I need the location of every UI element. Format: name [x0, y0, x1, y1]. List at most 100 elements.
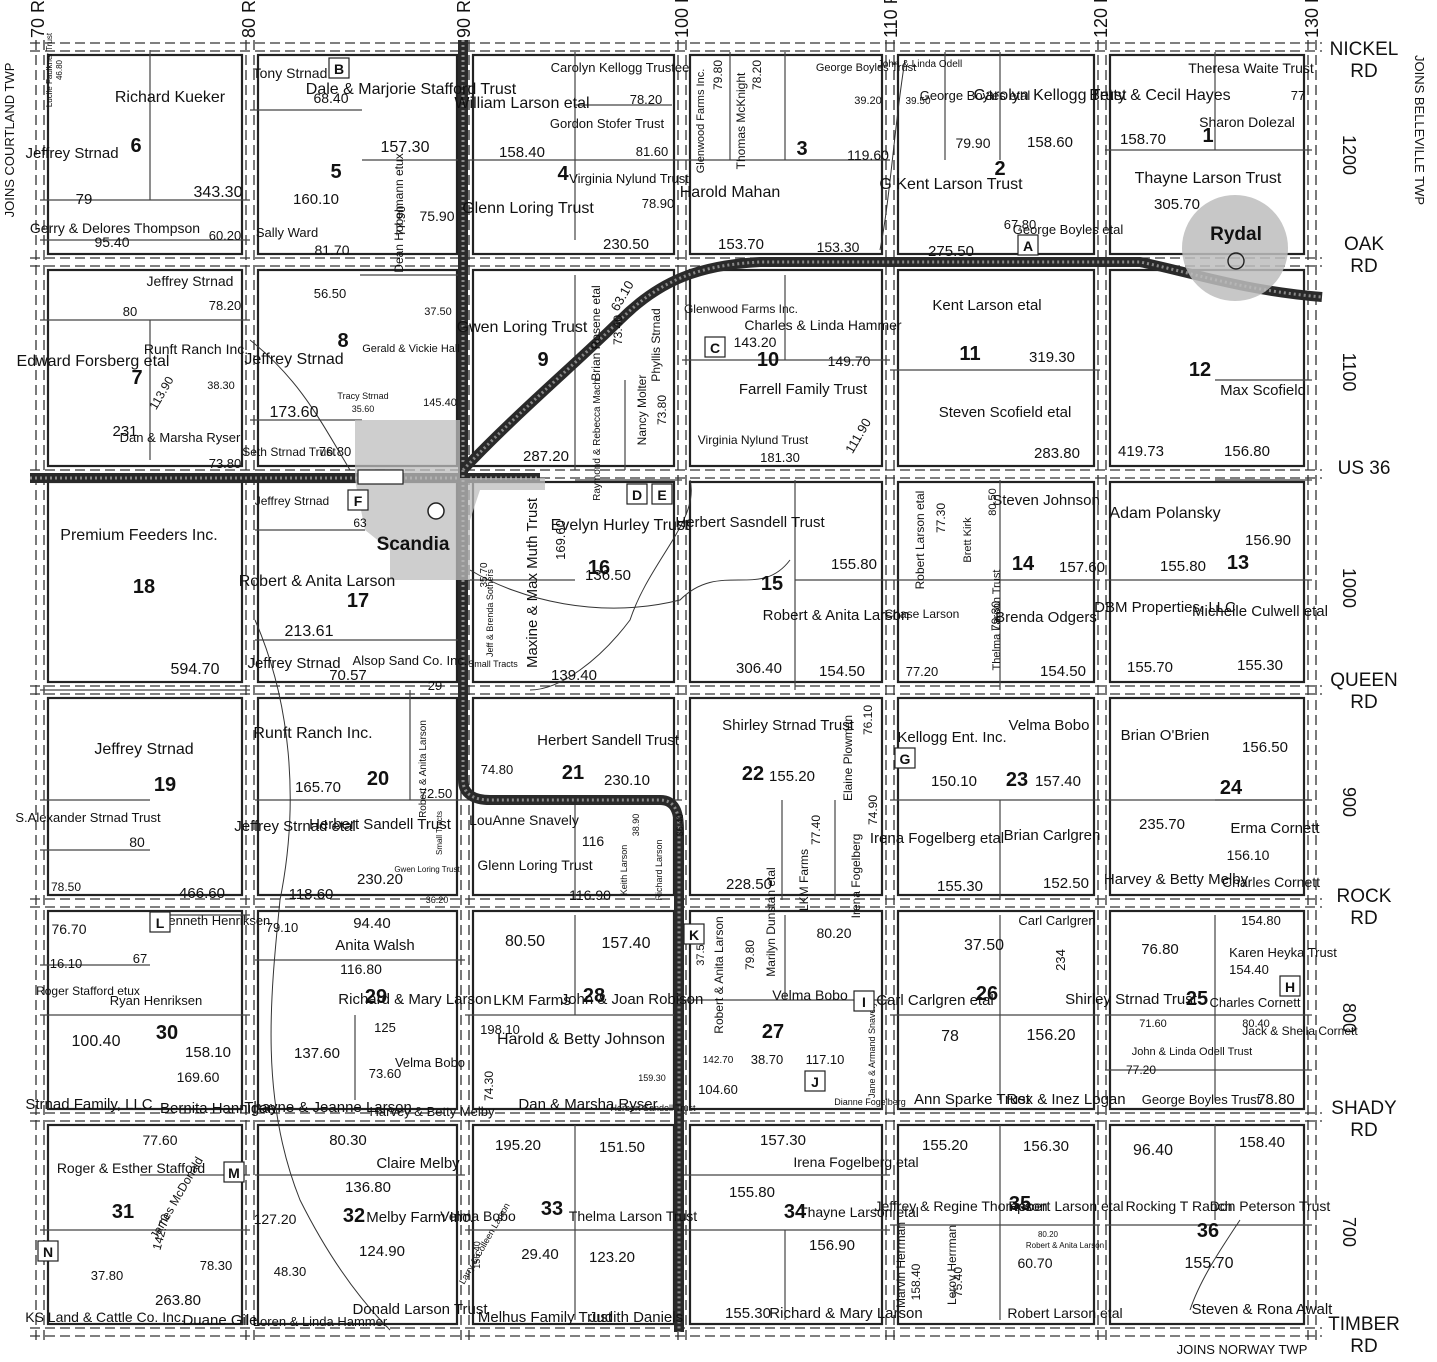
parcel-label: 56.50: [314, 286, 347, 301]
parcel-label: 39.50: [905, 96, 930, 107]
parcel-label: Gwen Loring Trust: [457, 319, 588, 336]
parcel-label: 228.50: [726, 876, 772, 893]
stream: [879, 59, 906, 251]
parcel-label: Dean Hobelmann etux: [392, 153, 406, 272]
parcel-label: Robert Larson etal: [1007, 1305, 1122, 1321]
section-number: 36: [1197, 1220, 1219, 1242]
section-box: [688, 909, 884, 1111]
section-box: [471, 268, 676, 468]
parcel-letter-box: [223, 1161, 245, 1183]
parcel-label: 116: [582, 833, 605, 849]
stream: [249, 339, 351, 471]
parcel-letter: K: [689, 927, 699, 943]
parcel-label: Shirley Strnad Trust: [722, 717, 855, 734]
parcel-label: 139.40: [551, 667, 597, 684]
parcel-label: Sharon Dolezal: [1199, 114, 1295, 130]
parcel-label: 155.80: [831, 556, 877, 573]
parcel-label: 76.10: [861, 705, 875, 735]
parcel-label: Sally Ward: [256, 225, 318, 240]
parcel-label: Gerald & Vickie Hall: [362, 343, 460, 355]
parcel-label: G Kent Larson Trust: [879, 176, 1023, 193]
parcel-label: Harvey & Betty Melby: [370, 1104, 495, 1119]
parcel-label: Glenn Loring Trust: [462, 200, 594, 217]
parcel-label: S.Alexander Strnad Trust: [15, 810, 161, 825]
right-road-suffix: RD: [1350, 61, 1377, 82]
parcel-label: Duane Gile: [182, 1312, 257, 1329]
section-box: [896, 53, 1096, 256]
parcel-label: Karen Heyka Trust: [1229, 945, 1337, 960]
section-number: 25: [1186, 988, 1208, 1010]
parcel-label: 154.50: [1040, 663, 1086, 680]
parcel-label: 79.80: [711, 60, 725, 90]
parcel-label: 119.60: [847, 147, 889, 163]
parcel-label: 158.70: [1120, 131, 1166, 148]
parcel-label: 155.30: [1237, 657, 1283, 674]
parcel-label: Robert Larson etal: [913, 491, 927, 590]
parcel-label: 419.73: [1118, 443, 1164, 460]
mile-marker: 800: [1339, 1003, 1359, 1033]
parcel-label: 151.50: [599, 1139, 645, 1156]
parcel-label: Jeffrey Strnad: [25, 145, 118, 162]
parcel-label: Thayne Larson Trust: [1135, 170, 1282, 187]
parcel-label: 230.50: [603, 236, 649, 253]
parcel-label: 76.80: [319, 444, 352, 459]
parcel-label: 287.20: [523, 448, 569, 465]
parcel-label: Chase Larson: [885, 607, 960, 621]
section-number: 13: [1227, 552, 1249, 574]
parcel-label: 165.70: [295, 779, 341, 796]
section-number: 29: [365, 986, 387, 1008]
section-number: 33: [541, 1198, 563, 1220]
parcel-label: Lucile Faulkner Trust: [45, 32, 54, 107]
parcel-label: Richard & Mary Larson: [769, 1305, 922, 1322]
parcel-label: Irena Fogelberg etal: [793, 1154, 918, 1170]
parcel-label: 79.90: [955, 135, 990, 151]
parcel-label: Brenda Odgers: [995, 609, 1097, 626]
parcel-letter-box: [37, 1240, 59, 1262]
parcel-label: Alsop Sand Co. Inc.: [353, 653, 468, 668]
parcel-label: Gerry & Delores Thompson: [30, 220, 200, 236]
parcel-label: 155.80: [1160, 558, 1206, 575]
section-number: 2: [994, 158, 1005, 180]
parcel-label: 77.30: [934, 503, 948, 533]
parcel-label: 104.60: [698, 1082, 738, 1097]
parcel-label: 79: [76, 191, 93, 208]
parcel-label: Harold & Betty Johnson: [497, 1031, 665, 1048]
right-road-suffix: RD: [1350, 1120, 1377, 1141]
parcel-label: Herbert Sandell Trust: [537, 732, 680, 749]
parcel-label: George Boyles etal: [920, 88, 1031, 103]
parcel-letter: J: [811, 1074, 819, 1090]
parcel-label: 60.20: [209, 228, 242, 243]
parcel-label: John & Joan Robison: [561, 991, 704, 1008]
right-road-suffix: RD: [1350, 692, 1377, 713]
parcel-label: 155.70: [1127, 659, 1173, 676]
parcel-label: 38.30: [207, 380, 235, 392]
section-box: [256, 696, 459, 897]
parcel-label: 283.80: [1034, 445, 1080, 462]
parcel-label: Rocking T Ranch: [1126, 1198, 1233, 1214]
parcel-letter: B: [334, 61, 344, 77]
parcel-label: Jeffrey Strnad etal: [234, 818, 355, 835]
parcel-label: Jeffrey Strnad: [94, 741, 193, 758]
section-number: 9: [537, 349, 548, 371]
parcel-label: 155.30: [937, 878, 983, 895]
parcel-label: Michelle Culwell etal: [1192, 603, 1328, 620]
parcel-label: 77.90: [394, 206, 408, 236]
parcel-label: Tony Strnad: [253, 65, 328, 81]
section-number: 7: [131, 367, 142, 389]
parcel-label: 76.80: [1141, 941, 1179, 958]
parcel-label: 156.40: [472, 1241, 482, 1269]
parcel-label: 145.40: [423, 397, 457, 409]
parcel-label: 155.20: [769, 768, 815, 785]
parcel-label: Harold Mahan: [680, 184, 781, 201]
parcel-label: 594.70: [171, 661, 220, 678]
parcel-letter-box: [804, 1070, 826, 1092]
parcel-label: 123.20: [589, 1249, 635, 1266]
right-road-label: OAK: [1344, 234, 1384, 255]
parcel-label: 67.80: [1004, 217, 1037, 232]
parcel-label: Strnad Family, LLC: [25, 1096, 152, 1113]
parcel-label: 116.80: [340, 961, 382, 977]
parcel-label: Robert & Anita Larson: [763, 607, 910, 624]
parcel-label: 79.80: [743, 940, 757, 970]
top-road-label: 80 RD: [239, 0, 259, 38]
parcel-label: LouAnne Snavely: [469, 812, 579, 828]
